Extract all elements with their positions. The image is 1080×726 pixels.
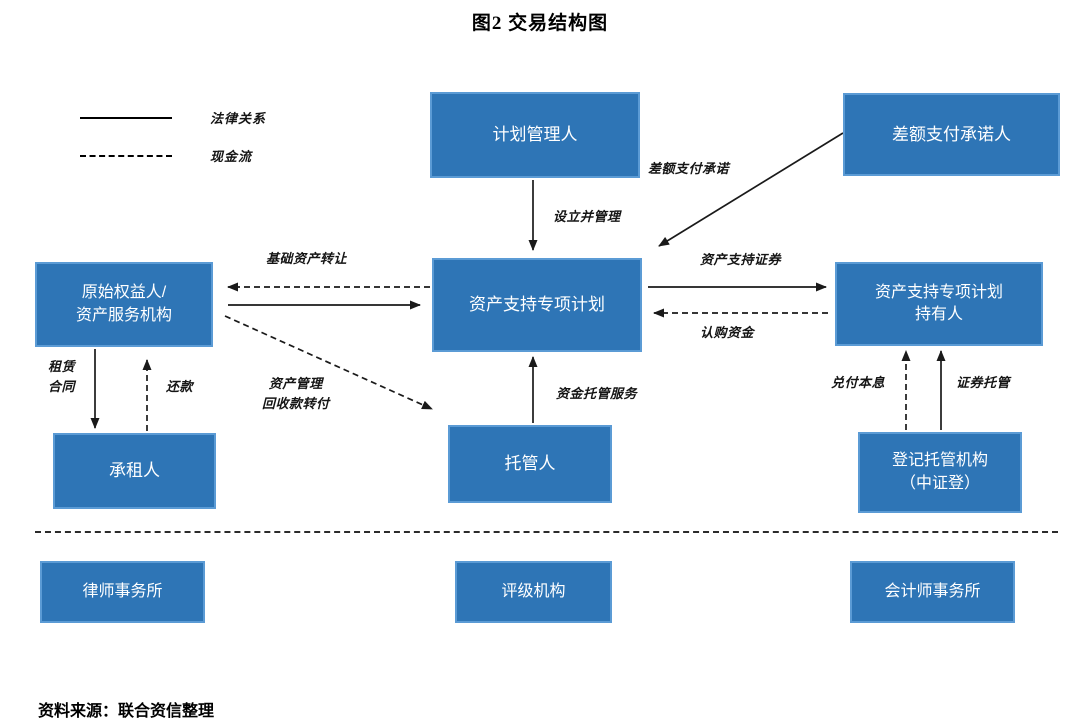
source-note: 资料来源：联合资信整理	[38, 703, 215, 720]
edge-label-subscription-funds: 认购资金	[700, 326, 755, 341]
node-registrar: 登记托管机构 （中证登）	[858, 432, 1022, 513]
node-accounting-firm: 会计师事务所	[850, 561, 1015, 623]
node-holders: 资产支持专项计划 持有人	[835, 262, 1043, 346]
edge-label-asset-transfer: 基础资产转让	[266, 252, 348, 267]
node-rating-agency: 评级机构	[455, 561, 612, 623]
diagram-title: 图2 交易结构图	[471, 13, 609, 34]
legend-row-cashflow: 现金流	[80, 146, 252, 165]
node-spv: 资产支持专项计划	[432, 258, 642, 352]
edge-label-repayment: 还款	[166, 380, 194, 395]
edge-label-setup-manage: 设立并管理	[553, 210, 621, 225]
section-divider	[35, 531, 1058, 533]
edge-label-lease-contract: 租赁 合同	[48, 360, 76, 396]
node-law-firm: 律师事务所	[40, 561, 205, 623]
node-lessee: 承租人	[53, 433, 216, 509]
node-plan-manager: 计划管理人	[430, 92, 640, 178]
legend-solid-line-sample	[80, 116, 172, 119]
edge-label-principal-interest: 兑付本息	[831, 376, 886, 391]
edge-label-fund-custody: 资金托管服务	[556, 387, 638, 402]
node-diff-payment-promisor: 差额支付承诺人	[843, 93, 1060, 176]
node-original-holder: 原始权益人/ 资产服务机构	[35, 262, 213, 347]
legend-solid-label: 法律关系	[210, 112, 267, 127]
legend-dashed-label: 现金流	[210, 150, 253, 165]
node-custodian: 托管人	[448, 425, 612, 503]
arrow-diff-payment-promise	[658, 132, 844, 247]
edge-label-securities-custody: 证券托管	[956, 376, 1011, 391]
edge-label-diff-promise: 差额支付承诺	[648, 162, 730, 177]
legend-row-legal: 法律关系	[80, 108, 266, 127]
arrow-recovery-transfer	[224, 315, 433, 410]
legend-dashed-line-sample	[80, 154, 172, 157]
edge-label-abs-securities: 资产支持证券	[700, 253, 782, 268]
edge-label-recovery-transfer: 资产管理 回收款转付	[262, 377, 330, 413]
